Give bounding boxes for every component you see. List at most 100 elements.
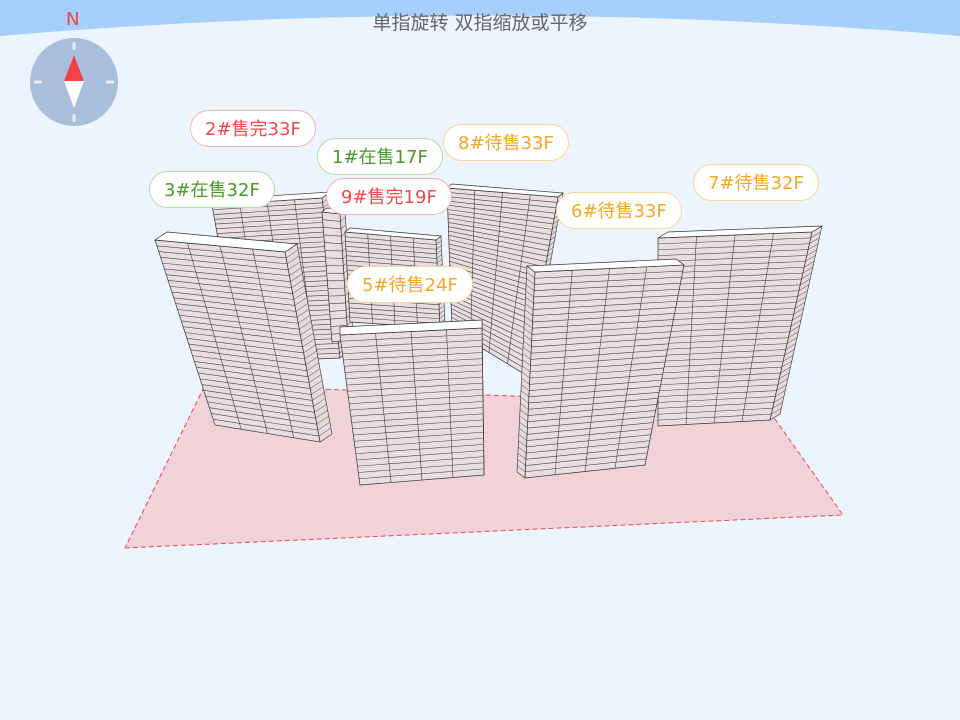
floor-line: [521, 371, 530, 379]
floor-line: [439, 305, 445, 310]
floor-line: [517, 453, 527, 460]
floor-line: [299, 320, 312, 330]
building-7[interactable]: [657, 225, 823, 427]
floor-line: [439, 309, 445, 315]
unit-line: [410, 331, 423, 481]
floor-line: [329, 310, 347, 312]
floor-line: [552, 219, 559, 225]
unit-line: [219, 245, 268, 434]
floor-line: [323, 234, 342, 237]
floor-line: [520, 390, 530, 398]
building-roof: [344, 227, 442, 241]
floor-line: [786, 337, 798, 344]
building-label-5[interactable]: 5#待售24F: [347, 266, 473, 303]
building-label-8[interactable]: 8#待售33F: [443, 124, 569, 161]
floor-line: [315, 410, 328, 419]
floor-line: [317, 421, 330, 431]
floor-line: [329, 302, 346, 305]
floor-line: [518, 446, 527, 454]
floor-line: [780, 366, 791, 374]
floor-line: [305, 356, 318, 366]
unit-line: [488, 192, 503, 353]
building-6[interactable]: [516, 258, 685, 479]
floor-line: [314, 404, 327, 413]
floor-line: [525, 297, 534, 304]
floor-line: [307, 368, 321, 377]
unit-line: [741, 233, 774, 422]
floor-line: [289, 267, 302, 276]
building-label-7[interactable]: 7#待售32F: [693, 164, 819, 201]
floor-line: [312, 392, 325, 401]
floor-line: [301, 332, 314, 342]
floor-line: [521, 378, 530, 385]
floor-line: [328, 295, 346, 297]
floor-line: [782, 355, 794, 362]
floor-line: [439, 314, 445, 319]
floor-line: [806, 249, 817, 256]
floor-line: [518, 428, 528, 435]
floor-line: [546, 257, 552, 262]
floor-line: [519, 409, 529, 416]
floor-line: [322, 219, 341, 222]
building-roof: [446, 183, 564, 198]
building-label-9[interactable]: 9#售完19F: [326, 178, 452, 215]
floor-line: [775, 390, 786, 397]
floor-line: [300, 326, 313, 336]
floor-line: [779, 372, 790, 380]
floor-line: [548, 246, 554, 252]
floor-line: [809, 237, 820, 244]
building-roof: [526, 258, 685, 273]
floor-line: [525, 284, 535, 291]
floor-line: [303, 344, 316, 354]
floor-line: [777, 378, 789, 385]
floor-line: [798, 284, 810, 291]
floor-line: [792, 313, 803, 321]
floor-line: [789, 325, 800, 333]
building-label-2[interactable]: 2#售完33F: [190, 110, 316, 147]
floor-line: [807, 243, 819, 250]
floor-line: [522, 359, 531, 366]
building-3[interactable]: [153, 231, 333, 443]
floor-line: [524, 321, 533, 329]
floor-line: [297, 315, 311, 324]
floor-line: [436, 245, 442, 250]
building-label-6[interactable]: 6#待售33F: [556, 192, 682, 229]
floor-line: [526, 278, 535, 285]
floor-line: [340, 224, 347, 230]
unit-line: [507, 194, 531, 364]
floor-line: [549, 241, 555, 246]
unit-line: [252, 248, 295, 438]
floor-line: [525, 303, 534, 310]
floor-line: [522, 365, 531, 373]
floor-line: [324, 249, 343, 252]
floor-line: [518, 440, 527, 447]
building-5[interactable]: [339, 319, 485, 486]
floor-line: [291, 279, 304, 288]
floor-line: [788, 331, 799, 338]
floor-line: [520, 396, 529, 404]
floor-line: [436, 240, 442, 245]
floor-line: [801, 272, 812, 280]
floor-line: [794, 302, 806, 309]
floor-line: [294, 297, 307, 306]
floor-line: [805, 255, 816, 262]
building-label-3[interactable]: 3#在售32F: [149, 171, 275, 208]
floor-line: [784, 349, 795, 356]
floor-line: [306, 362, 320, 371]
floor-line: [296, 309, 310, 318]
building-label-1[interactable]: 1#在售17F: [317, 138, 443, 175]
compass-icon[interactable]: [30, 38, 118, 126]
floor-line: [521, 384, 530, 391]
unit-line: [685, 236, 697, 425]
building-roof: [153, 231, 299, 253]
floor-line: [517, 459, 526, 466]
unit-line: [187, 242, 242, 430]
floor-line: [524, 315, 533, 323]
floor-line: [330, 324, 348, 328]
floor-line: [295, 303, 309, 312]
floor-line: [316, 415, 329, 425]
floor-line: [790, 319, 802, 327]
unit-line: [614, 266, 648, 469]
floor-line: [313, 398, 326, 407]
